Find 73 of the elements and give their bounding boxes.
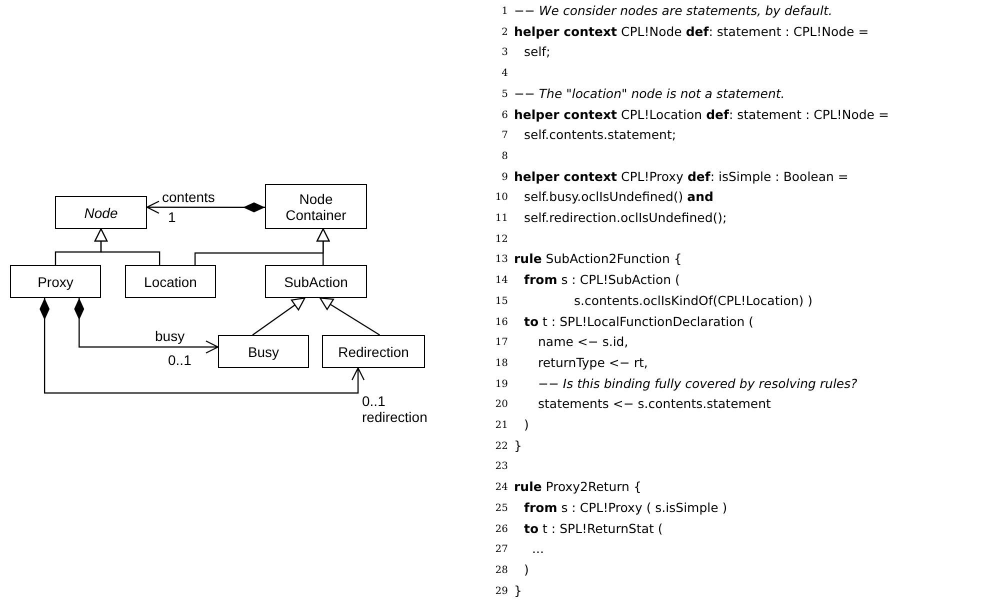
line-number: 11 <box>494 213 508 224</box>
line-number: 22 <box>494 440 508 452</box>
code-line: s.contents.oclIsKindOf(CPL!Location) ) <box>574 292 813 308</box>
line-number: 8 <box>500 150 508 162</box>
code-line: } <box>514 438 522 453</box>
code-line: ... <box>532 541 544 556</box>
line-number: 16 <box>494 316 508 328</box>
line-number: 15 <box>494 296 508 307</box>
code-line: helper context CPL!Location def: statement : CPL!Node = <box>514 106 889 122</box>
code-line: } <box>514 582 522 598</box>
code-line: name <− s.id, <box>538 334 628 350</box>
code-line: helper context CPL!Proxy def: isSimple : Boolean = <box>514 168 848 184</box>
class-box: Redirection <box>322 335 425 368</box>
code-line: helper context CPL!Node def: statement : CPL!Node = <box>514 24 869 39</box>
code-line: to t : SPL!ReturnStat ( <box>524 520 663 536</box>
generalization-arrow <box>94 228 160 265</box>
line-number: 21 <box>494 420 508 431</box>
line-number: 1 <box>500 6 508 17</box>
line-number: 5 <box>500 88 508 100</box>
multiplicity-label: 1 <box>168 209 176 225</box>
code-line: ) <box>524 417 529 432</box>
line-number: 19 <box>494 378 508 390</box>
line-number: 7 <box>500 130 508 142</box>
line-number: 25 <box>494 502 508 514</box>
class-box: Node Container <box>265 184 367 229</box>
code-line: rule Proxy2Return { <box>514 479 642 494</box>
code-line: self.contents.statement; <box>524 127 676 142</box>
code-line: self.redirection.oclIsUndefined(); <box>524 210 727 225</box>
line-number: 6 <box>500 110 508 120</box>
generalization-arrow <box>319 297 380 336</box>
code-line: to t : SPL!LocalFunctionDeclaration ( <box>524 314 754 328</box>
generalization-arrow <box>316 228 330 265</box>
multiplicity-label: 0..1 <box>362 393 386 409</box>
code-line: −− Is this binding fully covered by resolving rules? <box>538 376 858 391</box>
line-number: 18 <box>494 358 508 369</box>
role-label: redirection <box>362 409 428 425</box>
class-box: Busy <box>218 335 309 368</box>
code-line: returnType <− rt, <box>538 354 648 370</box>
code-line: self.busy.oclIsUndefined() and <box>524 189 714 204</box>
line-number: 12 <box>494 234 508 245</box>
multiplicity-label: 0..1 <box>168 352 192 368</box>
line-number: 14 <box>494 275 508 286</box>
class-box: Proxy <box>10 265 101 298</box>
code-line: ) <box>524 562 529 577</box>
line-number: 17 <box>494 337 508 348</box>
code-line: self; <box>524 44 550 60</box>
line-number: 2 <box>500 26 508 38</box>
generalization-arrow <box>252 297 306 336</box>
class-box: SubAction <box>265 265 367 298</box>
class-box: Location <box>125 265 216 298</box>
line-number: 29 <box>494 586 508 597</box>
line-number: 13 <box>494 254 508 266</box>
line-number: 9 <box>500 172 508 183</box>
line-number: 3 <box>500 47 508 58</box>
code-line: statements <− s.contents.statement <box>538 396 771 412</box>
line-number: 4 <box>500 68 508 80</box>
code-line: −− The "location" node is not a statement. <box>514 86 785 101</box>
class-box: Node <box>55 196 147 229</box>
line-number: 20 <box>494 399 508 410</box>
line-number: 10 <box>494 192 508 204</box>
composition-arrow <box>146 200 265 214</box>
line-number: 24 <box>494 482 508 494</box>
code-line: from s : CPL!Proxy ( s.isSimple ) <box>524 500 728 515</box>
line-number: 27 <box>494 544 508 556</box>
code-line: −− We consider nodes are statements, by default. <box>514 3 832 18</box>
line-number: 23 <box>494 461 508 472</box>
role-label: busy <box>155 328 185 344</box>
line-number: 28 <box>494 564 508 576</box>
composition-arrow <box>40 298 365 394</box>
line-number: 26 <box>494 524 508 534</box>
code-line: from s : CPL!SubAction ( <box>524 272 680 288</box>
code-line: rule SubAction2Function { <box>514 251 682 266</box>
composition-arrow <box>74 298 219 354</box>
